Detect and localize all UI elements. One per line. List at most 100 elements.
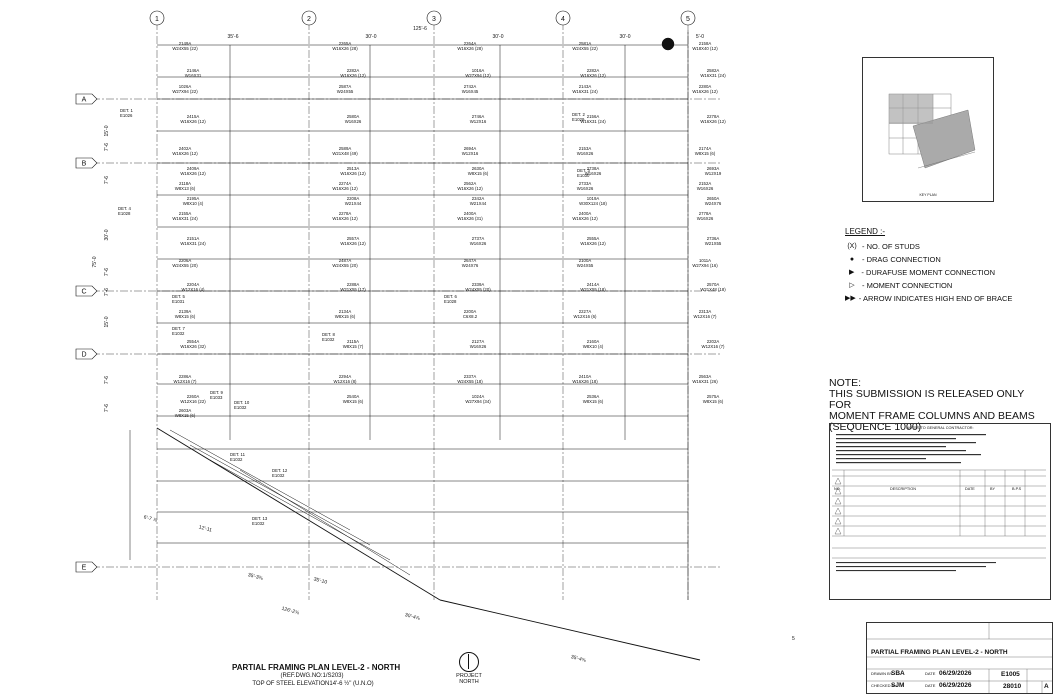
revision-table	[832, 434, 1046, 572]
svg-text:2160A: 2160A	[587, 339, 600, 344]
revision-table-header: DATE	[965, 487, 975, 491]
svg-text:2151A: 2151A	[187, 236, 200, 241]
legend-symbol-icon: ●	[849, 256, 855, 263]
svg-text:W21X55: W21X55	[705, 241, 722, 246]
diagonal-dimension: 6'-7 ⅞	[143, 514, 159, 524]
svg-text:E1028: E1028	[444, 299, 457, 304]
date-2: 06/29/2026	[939, 682, 972, 689]
svg-text:2402A: 2402A	[179, 146, 192, 151]
svg-text:2200A: 2200A	[464, 309, 477, 314]
checked-by: SJM	[891, 682, 905, 689]
legend-symbol-icon: ▷	[849, 282, 855, 289]
row-dimension: 7'-6	[104, 176, 110, 184]
svg-text:W8X15 (6): W8X15 (6)	[343, 399, 364, 404]
svg-text:W16X31 (24): W16X31 (24)	[572, 89, 598, 94]
grid-bubble-row	[75, 561, 98, 573]
svg-text:E1032: E1032	[234, 405, 247, 410]
svg-text:W12X16: W12X16	[462, 151, 479, 156]
svg-text:W12X16 (8): W12X16 (8)	[334, 379, 357, 384]
bay-dimension: 5'-0	[696, 34, 704, 40]
svg-text:2513A: 2513A	[347, 166, 360, 171]
svg-text:2342A: 2342A	[472, 196, 485, 201]
legend-text: - DRAG CONNECTION	[862, 255, 941, 264]
svg-text:W16X26: W16X26	[697, 186, 714, 191]
svg-text:W8X10 (4): W8X10 (4)	[183, 201, 204, 206]
svg-text:W24X55 (20): W24X55 (20)	[332, 263, 358, 268]
svg-text:2536A: 2536A	[587, 394, 600, 399]
svg-text:W16X26 (12): W16X26 (12)	[580, 73, 606, 78]
svg-text:2146A: 2146A	[187, 68, 200, 73]
svg-text:2400A: 2400A	[579, 211, 592, 216]
note-heading: NOTE:	[829, 377, 862, 389]
svg-text:2733A: 2733A	[579, 181, 592, 186]
svg-text:E1032: E1032	[230, 457, 243, 462]
svg-text:2589A: 2589A	[339, 146, 352, 151]
svg-text:2742A: 2742A	[464, 84, 477, 89]
svg-text:W16X26 (31): W16X26 (31)	[457, 216, 483, 221]
grid-bubble-col	[149, 10, 165, 26]
svg-text:DET. 11: DET. 11	[230, 452, 246, 457]
svg-text:W16X26 (12): W16X26 (12)	[180, 171, 206, 176]
svg-text:2280A: 2280A	[699, 84, 712, 89]
legend-text: - DURAFUSE MOMENT CONNECTION	[861, 268, 995, 277]
svg-text:W16X26: W16X26	[470, 241, 487, 246]
svg-text:2174A: 2174A	[699, 146, 712, 151]
svg-text:W16X26 (12): W16X26 (12)	[340, 171, 366, 176]
svg-text:2562A: 2562A	[464, 181, 477, 186]
drawn-by: SBA	[891, 670, 905, 677]
svg-text:W16X26: W16X26	[697, 216, 714, 221]
svg-text:2156A: 2156A	[587, 114, 600, 119]
svg-text:2630A: 2630A	[472, 166, 485, 171]
svg-text:W27X94 (34): W27X94 (34)	[465, 399, 491, 404]
svg-text:W8X15 (6): W8X15 (6)	[468, 171, 489, 176]
svg-text:W24X55 (22): W24X55 (22)	[172, 46, 198, 51]
svg-text:2294A: 2294A	[339, 374, 352, 379]
grid-label-col: 1	[155, 16, 159, 23]
svg-text:DET. 9: DET. 9	[210, 390, 224, 395]
grid-bubble-col	[555, 10, 571, 26]
legend-symbol-icon: ▶	[848, 269, 855, 276]
legend-item: ▶ - DURAFUSE MOMENT CONNECTION	[845, 266, 995, 279]
svg-text:W12X16: W12X16	[470, 119, 487, 124]
svg-text:W30X124 (18): W30X124 (18)	[579, 201, 607, 206]
svg-text:2206A: 2206A	[179, 258, 192, 263]
svg-text:2693A: 2693A	[707, 166, 720, 171]
svg-text:W16X31 (24): W16X31 (24)	[700, 73, 726, 78]
svg-text:W24X55: W24X55	[337, 89, 354, 94]
svg-text:W16X26 (12): W16X26 (12)	[332, 186, 358, 191]
svg-text:2195A: 2195A	[187, 196, 200, 201]
svg-text:W12X16 (6): W12X16 (6)	[574, 314, 597, 319]
svg-text:W16X26: W16X26	[577, 151, 594, 156]
svg-text:W16X26 (12): W16X26 (12)	[172, 151, 198, 156]
svg-text:2746A: 2746A	[472, 114, 485, 119]
svg-text:W16X26 (12): W16X26 (12)	[332, 216, 358, 221]
note-line-3: (SEQUENCE 1000)	[829, 421, 922, 433]
note-line-2: MOMENT FRAME COLUMNS AND BEAMS	[829, 410, 1035, 422]
svg-text:W8X10 (4): W8X10 (4)	[583, 344, 604, 349]
svg-text:2278A: 2278A	[707, 114, 720, 119]
svg-text:C6X8.2: C6X8.2	[463, 314, 478, 319]
